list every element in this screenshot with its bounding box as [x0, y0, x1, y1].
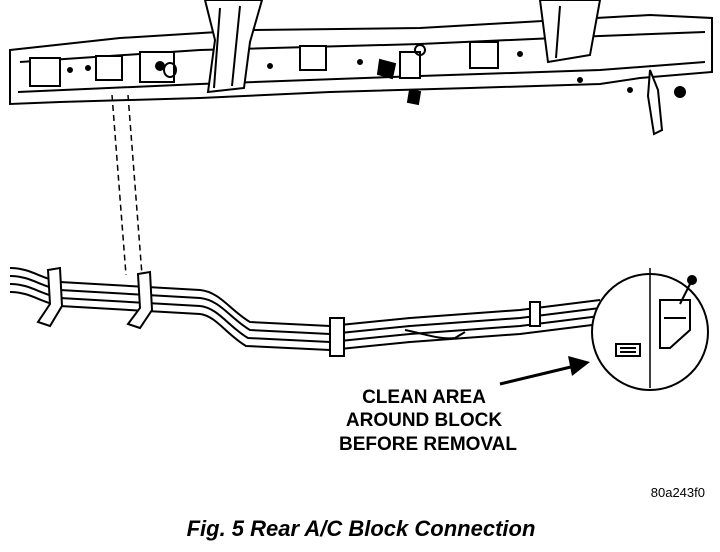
rear-ac-block-detail: [591, 268, 709, 391]
callout-text-block: CLEAN AREA AROUND BLOCK BEFORE REMOVAL: [339, 387, 517, 455]
callout-line-2: AROUND BLOCK: [346, 410, 502, 431]
vehicle-frame-rail: [9, 0, 713, 136]
ac-refrigerant-lines: [9, 267, 601, 352]
callout-line-1: CLEAN AREA: [362, 387, 486, 408]
callout-line-3: BEFORE REMOVAL: [339, 434, 517, 455]
figure-reference-code: 80a243f0: [651, 485, 705, 500]
line-clamps: [36, 266, 541, 357]
figure-caption: Fig. 5 Rear A/C Block Connection: [187, 516, 536, 541]
alignment-leader-lines: [111, 94, 143, 276]
callout-arrow: [499, 356, 590, 386]
